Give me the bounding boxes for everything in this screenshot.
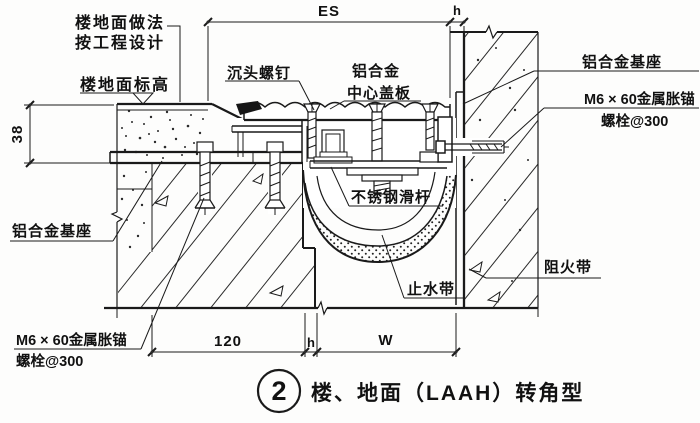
label-slide-rod: 不锈钢滑杆 [351, 188, 431, 206]
label-base-right: 铝合金基座 [582, 53, 662, 71]
slide-mechanism [231, 120, 447, 195]
wall-speckle [470, 47, 529, 282]
dimension-left: 38 [9, 100, 114, 168]
label-anchor-right-1: M6 × 60金属胀锚 [584, 90, 695, 108]
detail-title: 2 楼、地面（LAAH）转角型 [256, 368, 584, 414]
dim-w: W [378, 332, 393, 349]
detail-number: 2 [271, 376, 286, 406]
label-center-cover-1: 铝合金 [352, 62, 400, 80]
wall-outline [450, 24, 539, 317]
dim-es: ES [318, 3, 340, 20]
countersunk-screw-3 [421, 103, 439, 151]
expansion-anchor-bolt-2 [264, 141, 286, 215]
center-cover-plate [236, 101, 451, 122]
dim-top-h: h [453, 3, 461, 18]
detail-title-text: 楼、地面（LAAH）转角型 [311, 381, 584, 405]
label-countersunk-screw: 沉头螺钉 [227, 64, 291, 82]
label-center-cover-2: 中心盖板 [347, 84, 411, 102]
label-floor-finish-2: 按工程设计 [75, 33, 165, 52]
dim-bottom-h: h [307, 335, 315, 350]
label-waterstop: 止水带 [407, 280, 455, 298]
waterstop-membrane [302, 169, 457, 264]
floor-slab-outline [104, 102, 538, 318]
wall-anchor-bolt [435, 140, 509, 154]
anchor-underlay-wall [444, 138, 506, 156]
dimension-bottom: 120 h W [147, 313, 461, 357]
dim-120: 120 [214, 333, 242, 350]
label-anchor-left-1: M6 × 60金属胀锚 [16, 331, 127, 349]
leader-lines [10, 25, 699, 350]
aggregate-symbols [153, 172, 501, 303]
label-floor-level: 楼地面标高 [80, 75, 170, 94]
label-anchor-right-2: 螺栓@300 [601, 112, 668, 130]
label-base-left: 铝合金基座 [12, 222, 92, 240]
countersunk-screw-2 [368, 103, 386, 162]
label-fire-barrier: 阻火带 [544, 259, 592, 276]
annotation-labels: 楼地面做法 按工程设计 楼地面标高 沉头螺钉 铝合金 中心盖板 不锈钢滑杆 止水… [12, 13, 695, 370]
screed-speckle [120, 109, 206, 249]
dimension-top: ES h [203, 3, 469, 101]
label-anchor-left-2: 螺栓@300 [16, 352, 83, 370]
countersunk-screw-1 [303, 103, 321, 159]
wall-base-strip [455, 91, 464, 305]
label-floor-finish-1: 楼地面做法 [75, 13, 165, 32]
expansion-anchor-bolt-1 [194, 141, 216, 215]
detail-number-circle [256, 368, 302, 414]
dim-38: 38 [9, 125, 26, 144]
